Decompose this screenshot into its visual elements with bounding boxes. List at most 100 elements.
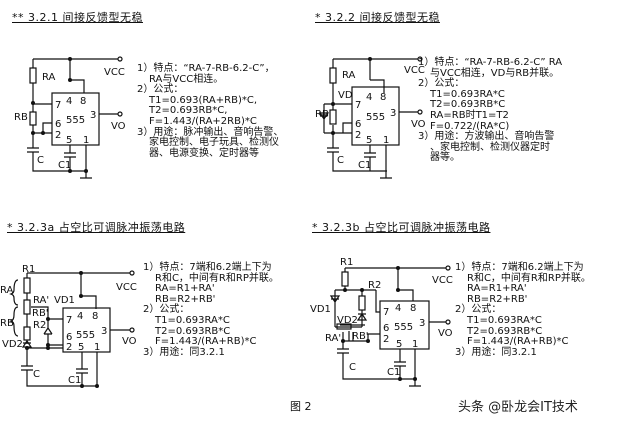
- label-r1: R1: [22, 264, 35, 275]
- label-vd2: VD2: [2, 339, 23, 350]
- watermark: 头条 @卧龙会IT技术: [458, 400, 578, 415]
- description-line: 1）特点：“RA-7-RB-6.2-C”，: [137, 63, 275, 74]
- label-rb: RB: [0, 318, 14, 329]
- label-c1: C1: [387, 367, 400, 378]
- description-line: 器、电源变换、定时器等: [149, 147, 259, 159]
- label-c: C: [33, 369, 40, 380]
- label-vd: VD: [338, 90, 353, 101]
- pin-7: 7: [55, 100, 61, 111]
- label-rb: RB: [14, 112, 28, 123]
- pin-6: 6: [66, 332, 72, 343]
- label-r2: R2: [33, 320, 46, 331]
- pin-2: 2: [55, 130, 61, 141]
- pin-4: 4: [395, 303, 401, 314]
- label-555: 555: [76, 330, 95, 341]
- pin-6: 6: [383, 323, 389, 334]
- label-c1: C1: [358, 160, 371, 171]
- description-line: 1）特点：7端和6.2端上下为: [143, 262, 272, 273]
- description-line: R和C，中间有R和RP并联。: [467, 272, 591, 284]
- description-321: 1）特点：“RA-7-RB-6.2-C”，RA与VCC相连。2）公式：T1=0.…: [137, 63, 284, 159]
- label-vo: VO: [438, 328, 453, 339]
- pin-4: 4: [366, 92, 372, 103]
- description-line: F=1.443/(RA+RB)*C: [467, 336, 569, 348]
- description-line: 2）公式：: [455, 304, 502, 316]
- label-rb: RB: [315, 109, 329, 120]
- description-line: 与VCC相连，VD与RB并联。: [430, 67, 560, 79]
- description-line: T2=0.693RB*C: [155, 325, 231, 337]
- pin-8: 8: [380, 92, 386, 103]
- description-line: 2）公式：: [143, 304, 190, 316]
- description-line: R和C，中间有R和RP并联。: [155, 272, 279, 284]
- figure-label: 图 2: [290, 400, 312, 413]
- description-line: 2）公式：: [418, 78, 465, 90]
- description-line: F=0.722/(RA*C): [430, 120, 510, 132]
- label-555: 555: [366, 112, 385, 123]
- pin-5: 5: [78, 342, 84, 353]
- pin-8: 8: [92, 311, 98, 322]
- label-vd2: VD2: [337, 315, 358, 326]
- label-ra-prime: RA': [33, 295, 49, 306]
- section-title-323a: * 3.2.3a 占空比可调脉冲振荡电路: [7, 221, 186, 234]
- label-c: C: [37, 155, 44, 166]
- description-line: T1=0.693(RA+RB)*C,: [149, 94, 258, 106]
- label-vo: VO: [411, 119, 426, 130]
- pin-3: 3: [90, 110, 96, 121]
- label-vo: VO: [122, 336, 137, 347]
- label-ra: RA: [342, 70, 356, 81]
- description-line: RA=RB时T1=T2: [430, 109, 509, 121]
- label-ra: RA: [0, 285, 14, 296]
- description-line: 器等。: [430, 152, 460, 164]
- pin-5: 5: [396, 339, 402, 350]
- description-line: RB=R2+RB': [155, 293, 216, 305]
- description-line: 3）用途：同3.2.1: [455, 346, 537, 358]
- description-line: 1）特点：“RA-7-RB-6.2-C” RA: [418, 57, 563, 68]
- description-line: RA=R1+RA': [155, 283, 215, 295]
- label-555: 555: [66, 115, 85, 126]
- description-line: T2=0.693RB*C: [430, 99, 506, 111]
- pin-1: 1: [94, 342, 100, 353]
- pin-2: 2: [66, 342, 72, 353]
- section-title-323b: * 3.2.3b 占空比可调脉冲振荡电路: [312, 221, 491, 234]
- pin-5: 5: [366, 135, 372, 146]
- section-title-322: * 3.2.2 间接反馈型无稳: [315, 11, 440, 24]
- label-c: C: [349, 362, 356, 373]
- pin-7: 7: [383, 307, 389, 318]
- pin-4: 4: [77, 311, 83, 322]
- pin-2: 2: [355, 130, 361, 141]
- label-vcc: VCC: [104, 67, 125, 78]
- label-vd1: VD1: [54, 295, 75, 306]
- description-line: F=1.443/(RA+RB)*C: [155, 336, 257, 348]
- label-vcc: VCC: [432, 275, 453, 286]
- description-line: T2=0.693RB*C: [467, 325, 543, 337]
- description-line: T2=0.693RB*C,: [149, 105, 228, 117]
- section-title-321: ** 3.2.1 间接反馈型无稳: [12, 11, 143, 24]
- pin-5: 5: [66, 135, 72, 146]
- description-line: 、家电控制、检测仪器定时: [430, 141, 550, 153]
- label-vcc: VCC: [116, 282, 137, 293]
- pin-7: 7: [355, 100, 361, 111]
- label-555: 555: [394, 322, 413, 333]
- schematic-323a: R1 R2 RA RB RA' RB' VD1 VD2 C C1 VCC VO …: [0, 264, 137, 388]
- description-line: 3）用途：方波输出、音响告警: [418, 131, 555, 143]
- description-line: RB=R2+RB': [467, 293, 528, 305]
- description-line: 3）用途：脉冲输出、音响告警、: [137, 126, 284, 138]
- pin-8: 8: [410, 303, 416, 314]
- pin-3: 3: [390, 108, 396, 119]
- label-c1: C1: [58, 160, 71, 171]
- label-c1: C1: [68, 375, 81, 386]
- label-vd1: VD1: [310, 304, 331, 315]
- pin-2: 2: [383, 334, 389, 345]
- pin-1: 1: [383, 135, 389, 146]
- pin-1: 1: [412, 339, 418, 350]
- description-line: RA与VCC相连。: [149, 73, 224, 85]
- label-ra: RA: [42, 72, 56, 83]
- label-rb-prime: RB': [352, 331, 369, 342]
